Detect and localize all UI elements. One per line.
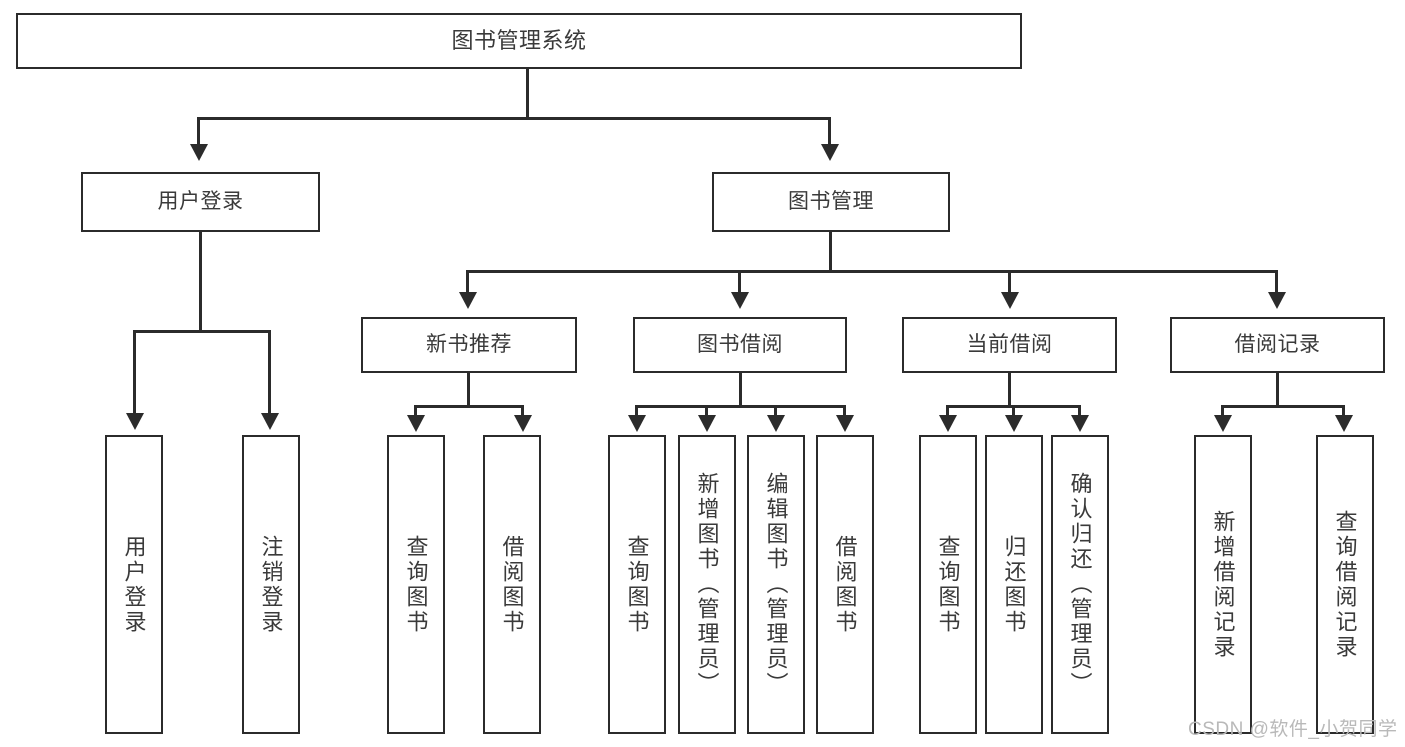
node-leaf-add-record-label: 新增借阅记录 (1210, 509, 1236, 660)
node-root-label: 图书管理系统 (451, 28, 587, 54)
node-leaf-edit-book-label: 编辑图书（管理员） (763, 472, 789, 697)
node-leaf-query-book-2-label: 查询图书 (624, 534, 650, 635)
arrowhead-book-management (821, 144, 839, 161)
arrowhead-leaf-edit-book (767, 415, 785, 432)
connector-bm-to-borrow-record (1275, 270, 1278, 294)
node-leaf-confirm-return-label: 确认归还（管理员） (1067, 472, 1093, 697)
arrowhead-leaf-query-record (1335, 415, 1353, 432)
node-user-login-label: 用户登录 (157, 189, 244, 213)
node-leaf-query-book-2[interactable]: 查询图书 (608, 435, 666, 734)
connector-nbr-to-query-book (414, 405, 417, 417)
node-leaf-logout-label: 注销登录 (258, 534, 284, 635)
node-current-borrow[interactable]: 当前借阅 (902, 317, 1117, 373)
connector-root-to-book-management (828, 117, 831, 146)
arrowhead-leaf-query-book-1 (407, 415, 425, 432)
node-leaf-edit-book[interactable]: 编辑图书（管理员） (747, 435, 805, 734)
connector-root-bus (197, 117, 831, 120)
node-leaf-query-book-3[interactable]: 查询图书 (919, 435, 977, 734)
connector-bb-to-add-book (705, 405, 708, 417)
connector-br-to-add-record (1221, 405, 1224, 417)
node-leaf-logout[interactable]: 注销登录 (242, 435, 300, 734)
node-leaf-add-record[interactable]: 新增借阅记录 (1194, 435, 1252, 734)
connector-cb-to-return-book (1012, 405, 1015, 417)
connector-cb-to-confirm-return (1078, 405, 1081, 417)
connector-nbr-stem (467, 373, 470, 407)
connector-nbr-to-borrow-book (521, 405, 524, 417)
node-book-borrow[interactable]: 图书借阅 (633, 317, 847, 373)
node-root[interactable]: 图书管理系统 (16, 13, 1022, 69)
node-leaf-add-book-label: 新增图书（管理员） (694, 472, 720, 697)
connector-br-bus (1221, 405, 1345, 408)
node-current-borrow-label: 当前借阅 (966, 332, 1053, 356)
connector-bm-to-book-borrow (738, 270, 741, 294)
arrowhead-leaf-return-book (1005, 415, 1023, 432)
arrowhead-leaf-logout (261, 413, 279, 430)
arrowhead-borrow-record (1268, 292, 1286, 309)
connector-bb-bus (635, 405, 846, 408)
node-book-borrow-label: 图书借阅 (697, 332, 783, 356)
connector-root-to-user-login (197, 117, 200, 146)
node-borrow-record[interactable]: 借阅记录 (1170, 317, 1385, 373)
connector-bb-to-query-book (635, 405, 638, 417)
node-leaf-user-login[interactable]: 用户登录 (105, 435, 163, 734)
arrowhead-leaf-query-book-2 (628, 415, 646, 432)
node-leaf-query-book-3-label: 查询图书 (935, 534, 961, 635)
node-leaf-borrow-book-2-label: 借阅图书 (832, 534, 858, 635)
connector-bm-to-current-borrow (1008, 270, 1011, 294)
arrowhead-leaf-add-record (1214, 415, 1232, 432)
connector-nbr-bus (414, 405, 524, 408)
node-new-book-recommend[interactable]: 新书推荐 (361, 317, 577, 373)
node-leaf-query-book-1-label: 查询图书 (403, 534, 429, 635)
connector-book-management-stem (829, 232, 832, 272)
connector-bb-to-borrow-book (843, 405, 846, 417)
node-book-management-label: 图书管理 (788, 189, 874, 213)
arrowhead-leaf-add-book (698, 415, 716, 432)
node-leaf-query-book-1[interactable]: 查询图书 (387, 435, 445, 734)
node-borrow-record-label: 借阅记录 (1234, 332, 1321, 356)
arrowhead-leaf-query-book-3 (939, 415, 957, 432)
node-leaf-borrow-book-1-label: 借阅图书 (499, 534, 525, 635)
connector-user-login-to-leaf-login (133, 330, 136, 415)
node-leaf-query-record[interactable]: 查询借阅记录 (1316, 435, 1374, 734)
csdn-watermark: CSDN @软件_小贺同学 (1188, 719, 1398, 740)
connector-book-management-bus (466, 270, 1278, 273)
connector-bm-to-new-book (466, 270, 469, 294)
connector-bb-stem (739, 373, 742, 407)
connector-root-stem (526, 69, 529, 119)
connector-user-login-bus (133, 330, 270, 333)
arrowhead-leaf-borrow-book-1 (514, 415, 532, 432)
node-leaf-add-book[interactable]: 新增图书（管理员） (678, 435, 736, 734)
arrowhead-leaf-borrow-book-2 (836, 415, 854, 432)
node-book-management[interactable]: 图书管理 (712, 172, 950, 232)
node-leaf-return-book[interactable]: 归还图书 (985, 435, 1043, 734)
node-new-book-recommend-label: 新书推荐 (426, 332, 512, 356)
node-leaf-borrow-book-1[interactable]: 借阅图书 (483, 435, 541, 734)
arrowhead-leaf-confirm-return (1071, 415, 1089, 432)
connector-cb-to-query-book (946, 405, 949, 417)
connector-user-login-to-leaf-logout (268, 330, 271, 415)
node-leaf-confirm-return[interactable]: 确认归还（管理员） (1051, 435, 1109, 734)
arrowhead-leaf-user-login (126, 413, 144, 430)
connector-br-to-query-record (1342, 405, 1345, 417)
connector-user-login-stem (199, 232, 202, 332)
connector-br-stem (1276, 373, 1279, 407)
node-leaf-query-record-label: 查询借阅记录 (1332, 509, 1358, 660)
connector-bb-to-edit-book (774, 405, 777, 417)
connector-cb-stem (1008, 373, 1011, 407)
arrowhead-book-borrow (731, 292, 749, 309)
arrowhead-user-login (190, 144, 208, 161)
node-user-login[interactable]: 用户登录 (81, 172, 320, 232)
arrowhead-new-book-recommend (459, 292, 477, 309)
node-leaf-user-login-label: 用户登录 (121, 534, 147, 635)
node-leaf-borrow-book-2[interactable]: 借阅图书 (816, 435, 874, 734)
arrowhead-current-borrow (1001, 292, 1019, 309)
node-leaf-return-book-label: 归还图书 (1001, 534, 1027, 635)
